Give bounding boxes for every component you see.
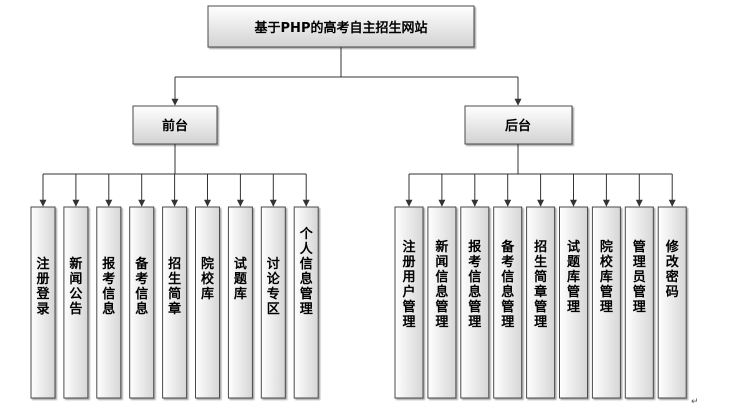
leaf-box <box>63 206 89 399</box>
leaf-node: 备考信息 <box>129 206 155 399</box>
group-node-backend: 后台 <box>464 105 573 145</box>
leaf-box <box>129 206 155 399</box>
leaf-node: 试题库管理 <box>559 206 588 399</box>
leaf-label: 院校库管理 <box>600 239 614 315</box>
group-node-frontend: 前台 <box>132 105 218 145</box>
leaf-node: 新闻信息管理 <box>427 206 457 399</box>
leaf-node: 注册用户管理 <box>394 206 424 399</box>
leaf-label: 新闻公告 <box>69 256 82 317</box>
group-label-frontend: 前台 <box>162 118 188 134</box>
leaf-label: 管理员管理 <box>633 239 646 315</box>
leaf-box <box>493 206 523 399</box>
leaf-node: 注册登录 <box>30 206 56 399</box>
leaf-box <box>624 206 654 399</box>
leaf-node: 新闻公告 <box>63 206 89 399</box>
group-box <box>464 105 573 145</box>
leaf-label: 试题库管理 <box>567 239 581 315</box>
leaf-node: 修改密码 <box>657 206 687 399</box>
leaf-box <box>195 206 220 399</box>
leaf-label: 讨论专区 <box>267 256 281 317</box>
leaf-box <box>559 206 588 399</box>
leaf-node: 试题库 <box>227 206 253 399</box>
leaf-label: 新闻信息管理 <box>435 239 448 330</box>
leaf-label: 报考信息管理 <box>468 240 482 330</box>
leaf-node: 报考信息管理 <box>460 206 490 399</box>
leaf-box <box>96 206 122 399</box>
group-label-backend: 后台 <box>505 118 531 134</box>
leaf-node: 个人信息管理 <box>293 206 319 399</box>
leaf-node: 报考信息 <box>96 206 122 399</box>
leaf-node: 院校库 <box>195 206 220 399</box>
leaf-node: 招生简章管理 <box>526 206 556 399</box>
leaf-label: 注册用户管理 <box>401 239 415 330</box>
leaf-box <box>260 206 286 399</box>
leaf-label: 注册登录 <box>35 256 50 317</box>
leaf-box <box>526 206 556 399</box>
leaf-box <box>427 206 457 399</box>
leaf-label: 报考信息 <box>102 257 116 317</box>
leaf-box <box>657 206 687 399</box>
root-node: 基于PHP的高考自主招生网站 <box>207 5 475 48</box>
root-box <box>207 5 475 48</box>
paragraph-mark: ↵ <box>691 397 699 407</box>
leaf-node: 备考信息管理 <box>493 206 523 399</box>
leaf-box <box>162 206 188 399</box>
leaf-box <box>591 206 621 399</box>
leaf-label: 招生简章管理 <box>534 239 547 330</box>
group-box <box>132 105 218 145</box>
leaf-node: 管理员管理 <box>624 206 654 399</box>
leaf-label: 修改密码 <box>665 239 680 300</box>
leaf-box <box>460 206 490 399</box>
leaf-nodes: 注册登录 新闻公告 报考信息 备考信息 招生简章 院校库 试题库 讨论专区 个人信息管理 注册用户… <box>30 206 687 399</box>
leaf-box <box>394 206 424 399</box>
leaf-label: 院校库 <box>201 256 215 302</box>
leaf-label: 个人信息管理 <box>299 226 314 317</box>
leaf-node: 院校库管理 <box>591 206 621 399</box>
leaf-box <box>30 206 56 399</box>
leaf-label: 招生简章 <box>168 256 181 317</box>
leaf-label: 备考信息 <box>134 256 149 317</box>
leaf-label: 备考信息管理 <box>500 239 515 330</box>
leaf-box <box>227 206 253 399</box>
leaf-node: 招生简章 <box>162 206 188 399</box>
leaf-node: 讨论专区 <box>260 206 286 399</box>
diagram-title: 基于PHP的高考自主招生网站 <box>254 20 428 36</box>
connector-lines <box>39 47 676 207</box>
leaf-label: 试题库 <box>234 256 248 302</box>
leaf-box <box>293 206 319 399</box>
